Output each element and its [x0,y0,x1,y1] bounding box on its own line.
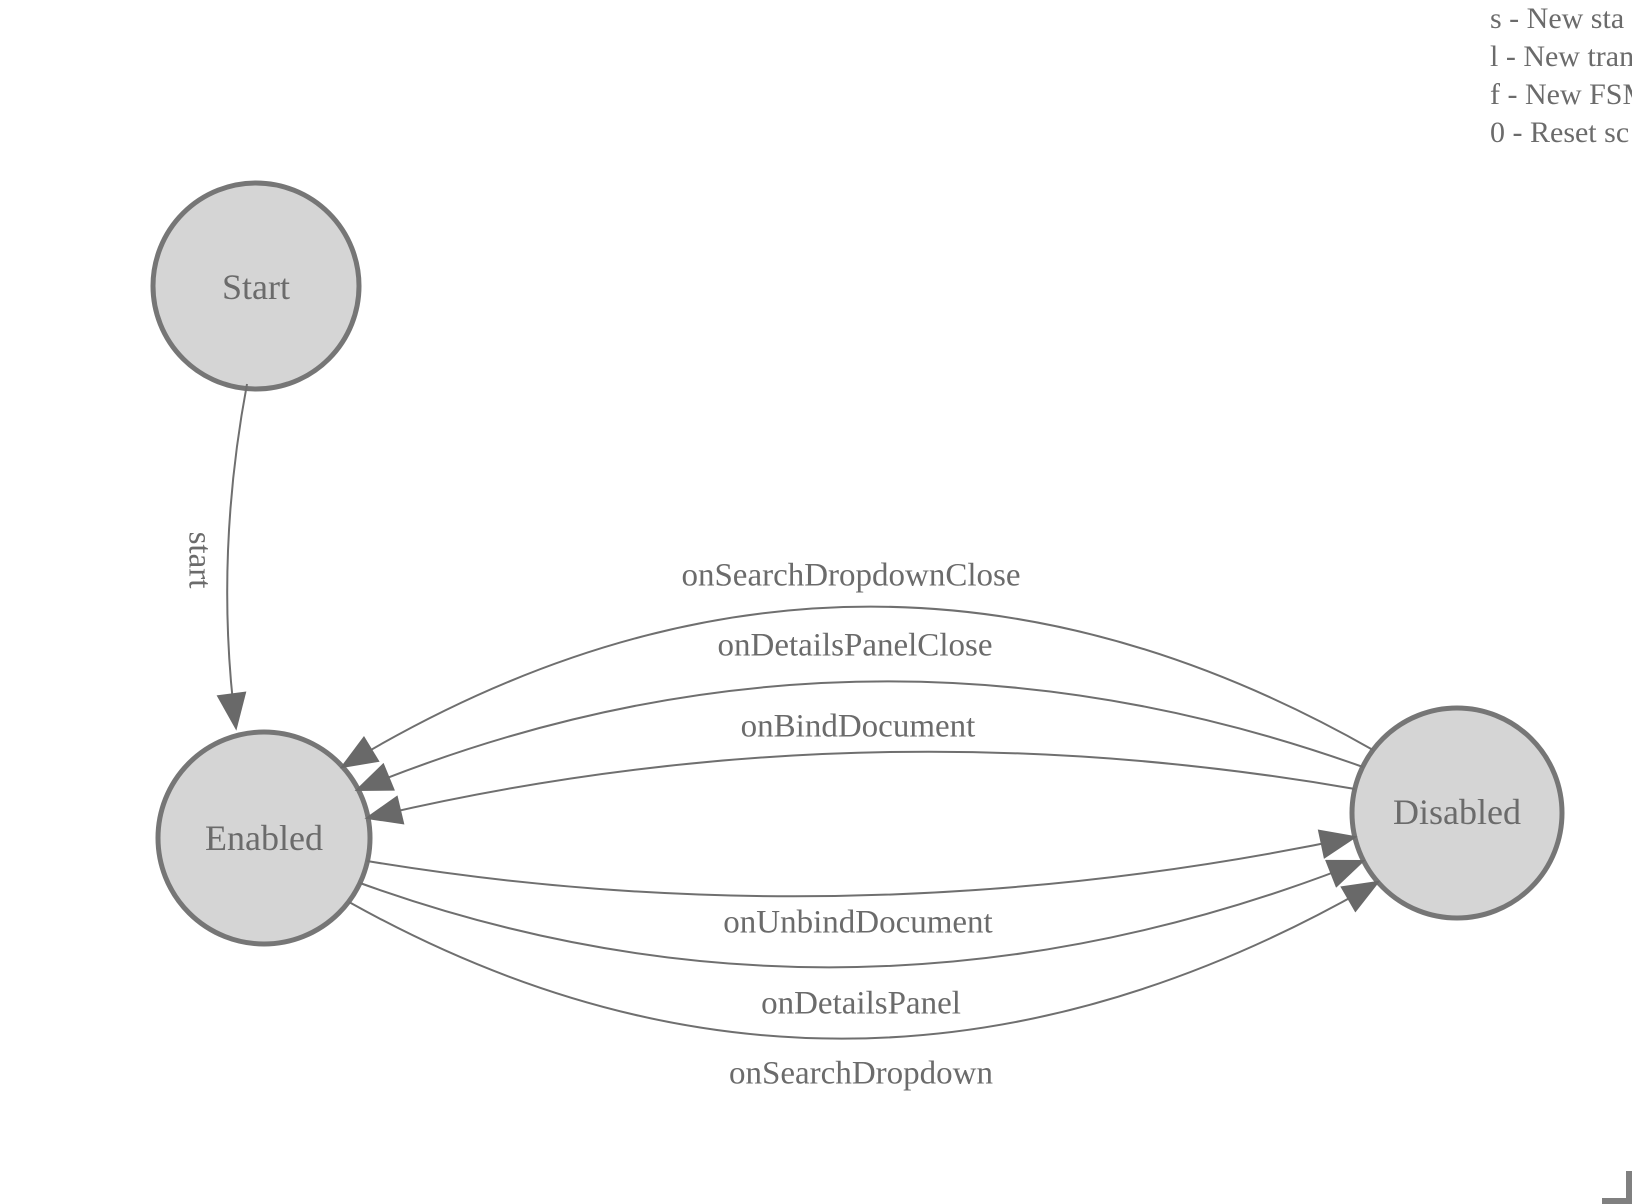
state-label-disabled: Disabled [1393,792,1521,832]
edge-onUnbindDocument[interactable] [366,829,1358,898]
edge-onDetailsPanelClose[interactable] [354,680,1364,791]
edge-onSearchDropdownClose[interactable] [339,605,1374,769]
shortcuts-legend: s - New sta l - New tran f - New FSM 0 -… [1490,0,1632,152]
edge-label-onUnbindDocument[interactable]: onUnbindDocument [723,904,993,941]
legend-line-new-state: s - New sta [1490,2,1625,35]
state-circle-start[interactable] [150,180,362,392]
corner-fragment-horizontal [1602,1198,1632,1204]
edge-label-onDetailsPanelClose[interactable]: onDetailsPanelClose [717,627,993,664]
state-label-start: Start [222,267,290,307]
legend-line-new-fsm: f - New FSM [1490,78,1632,111]
legend-line-new-transition: l - New tran [1490,40,1632,73]
state-label-enabled: Enabled [205,818,323,858]
edge-start-to-enabled[interactable] [216,383,248,731]
edge-onDetailsPanel[interactable] [359,859,1366,969]
corner-fragment-vertical [1626,1171,1632,1204]
edge-label-onBindDocument[interactable]: onBindDocument [740,708,976,745]
edge-label-onDetailsPanel[interactable]: onDetailsPanel [761,985,961,1022]
state-circle-disabled[interactable] [1349,705,1565,921]
state-circle-enabled[interactable] [155,729,373,947]
edge-onSearchDropdown[interactable] [348,880,1381,1040]
legend-line-reset-scale: 0 - Reset sc [1490,116,1630,149]
edge-label-onSearchDropdownClose[interactable]: onSearchDropdownClose [681,557,1021,594]
edge-onBindDocument[interactable] [364,750,1356,825]
edge-label-onSearchDropdown[interactable]: onSearchDropdown [729,1055,993,1092]
edge-label-start[interactable]: start [181,531,218,589]
